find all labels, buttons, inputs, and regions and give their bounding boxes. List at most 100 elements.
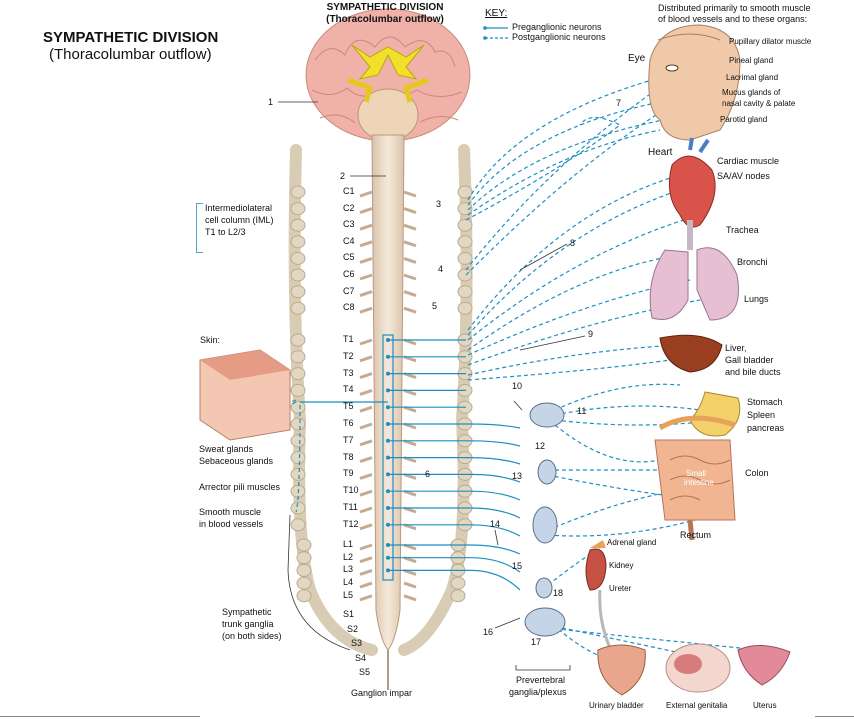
segment-label-s1: S1	[343, 609, 355, 619]
top-title: SYMPATHETIC DIVISION	[326, 2, 444, 13]
segment-label-c8: C8	[343, 302, 355, 313]
number-2: 2	[340, 171, 346, 181]
number-18: 18	[553, 588, 564, 598]
distributed-line-2: of blood vessels and to these organs:	[658, 14, 808, 24]
cardiac-label: Cardiac muscle	[717, 156, 780, 166]
liver-illustration	[659, 334, 723, 373]
right-ganglion-c7	[457, 285, 473, 299]
right-root-c6	[403, 273, 417, 281]
left-root-c2	[359, 207, 373, 215]
left-root-t5	[359, 405, 373, 413]
kidney-illustration	[585, 540, 612, 649]
segment-label-t9: T9	[343, 468, 354, 479]
stomach-label-2: Spleen	[747, 410, 776, 420]
right-ganglion-c5	[457, 251, 473, 265]
left-root-c3	[359, 223, 373, 231]
preganglionic-l2	[388, 557, 521, 573]
right-root-t4	[403, 388, 417, 396]
bladder-illustration	[597, 644, 646, 696]
segment-label-s4: S4	[355, 652, 367, 663]
right-ganglion-l4	[450, 576, 466, 590]
stomach-label-3: pancreas	[747, 423, 785, 433]
number-13: 13	[512, 471, 523, 481]
segment-label-t11: T11	[343, 502, 358, 512]
key-preganglionic: Preganglionic neurons	[512, 22, 602, 32]
right-root-c1	[403, 190, 417, 198]
left-root-c7	[359, 290, 373, 298]
right-root-t9	[403, 472, 417, 480]
iml-neuron-l2	[386, 555, 390, 560]
skin-label: Skin:	[200, 335, 221, 345]
left-ganglion-c6	[290, 268, 306, 282]
ganglion-impar-label: Ganglion impar	[351, 688, 413, 698]
lungs-illustration	[649, 220, 739, 321]
right-ganglion-c3	[457, 218, 473, 232]
sweat-glands-label: Sweat glands	[199, 444, 254, 454]
right-root-t11	[403, 506, 417, 514]
intestine-illustration	[654, 439, 736, 541]
right-root-t3	[403, 372, 417, 380]
parotid-label: Parotid gland	[720, 115, 768, 124]
right-ganglion-c2	[457, 202, 473, 216]
preganglionic-t7	[388, 440, 521, 447]
pineal-label: Pineal gland	[729, 56, 774, 65]
left-root-c8	[359, 306, 373, 314]
left-root-t8	[359, 456, 373, 464]
segment-label-s5: S5	[359, 667, 371, 677]
rectum-label: Rectum	[680, 530, 712, 540]
prevertebral-ganglia	[524, 402, 566, 637]
small-intestine-label-2: intestine	[684, 478, 714, 487]
left-ganglion-t11	[290, 501, 306, 515]
heart-label: Heart	[648, 147, 673, 158]
iml-neuron-t10	[386, 489, 390, 494]
bronchi-label: Bronchi	[737, 257, 768, 267]
trunk-ganglia-line-1: Sympathetic	[222, 607, 272, 617]
iml-neuron-l1	[386, 543, 390, 547]
segment-label-c5: C5	[343, 252, 355, 263]
left-ganglion-l5	[296, 589, 312, 603]
head-illustration	[648, 24, 741, 141]
segment-label-c4: C4	[343, 235, 355, 246]
number-12: 12	[535, 441, 546, 451]
right-root-t6	[403, 422, 417, 430]
iml-line-3: T1 to L2/3	[205, 227, 246, 237]
prevertebral-label-2: ganglia/plexus	[509, 687, 567, 697]
segment-label-t7: T7	[343, 434, 354, 445]
top-subtitle: (Thoracolumbar outflow)	[326, 14, 444, 25]
number-4: 4	[438, 264, 444, 274]
trunk-ganglia-line-2: trunk ganglia	[222, 619, 274, 629]
left-root-l4	[359, 581, 373, 589]
brain	[305, 8, 471, 142]
segment-label-l1: L1	[343, 539, 354, 549]
preganglionic-t6	[388, 423, 521, 429]
segment-label-l5: L5	[343, 589, 354, 600]
preganglionic-l1	[388, 544, 521, 555]
left-root-l1	[359, 543, 373, 551]
page-subtitle: (Thoracolumbar outflow)	[49, 46, 212, 63]
right-root-c4	[403, 240, 417, 248]
iml-bracket	[196, 203, 203, 253]
distributed-line-1: Distributed primarily to smooth muscle	[658, 3, 811, 13]
right-ganglion-c6	[457, 268, 473, 282]
segment-label-t8: T8	[343, 451, 354, 462]
iml-neuron-l3	[386, 568, 390, 573]
liver-label-2: Gall bladder	[725, 355, 774, 365]
left-ganglion-c7	[290, 285, 306, 299]
heart-illustration	[668, 137, 716, 228]
uterus-label: Uterus	[753, 701, 777, 710]
number-17: 17	[531, 637, 542, 647]
bottom-rule-right	[815, 716, 854, 717]
right-ganglion-c4	[457, 235, 473, 249]
iml-neuron-t11	[386, 506, 390, 510]
number-8: 8	[570, 238, 576, 248]
left-root-t7	[359, 439, 373, 447]
segment-label-c6: C6	[343, 269, 355, 279]
smooth-muscle-label-2: in blood vessels	[199, 519, 264, 529]
preganglionic-t12	[388, 524, 521, 537]
left-root-t10	[359, 489, 373, 497]
iml-neuron-t2	[386, 354, 390, 359]
preganglionic-t10	[388, 490, 521, 501]
bottom-rule-left	[0, 716, 200, 717]
eye-label: Eye	[628, 53, 646, 64]
spinal-nerve-roots	[359, 190, 417, 602]
